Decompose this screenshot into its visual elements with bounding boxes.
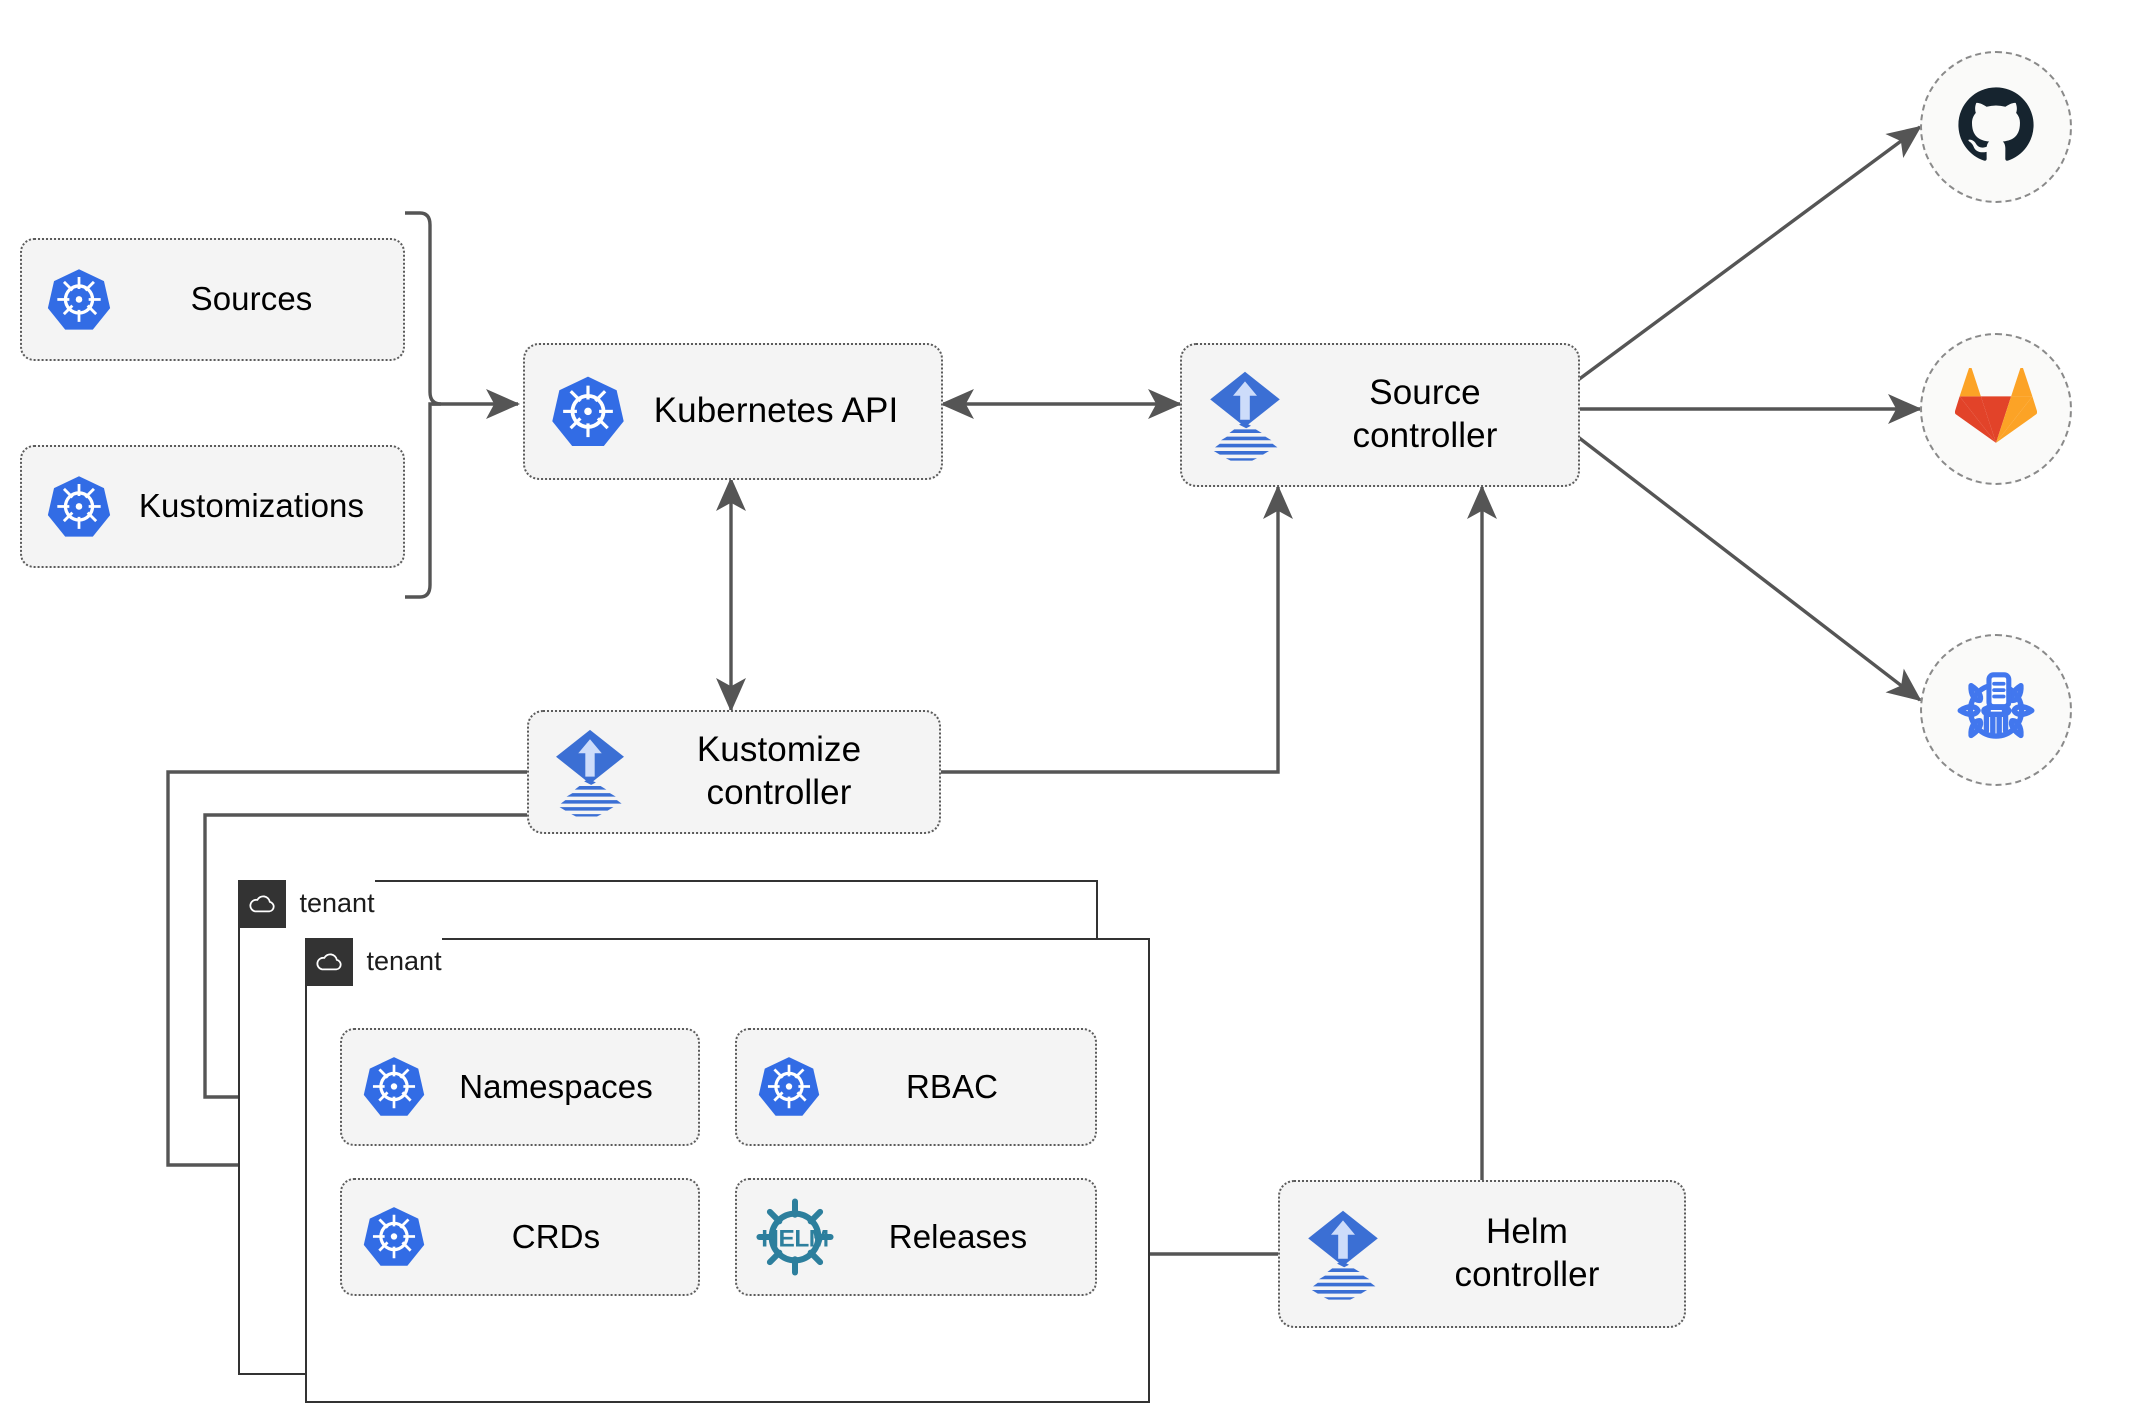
- edge-source-controller-helm-repos: [1576, 435, 1922, 702]
- kubernetes-icon: [753, 1051, 825, 1123]
- flux-icon: [1200, 364, 1290, 466]
- node-label: Source controller: [1352, 373, 1498, 455]
- tenant-resource-label: CRDs: [511, 1217, 601, 1255]
- tenant-group-inner[interactable]: tenant: [304, 937, 1150, 1403]
- node-helm-controller[interactable]: Helm controller: [1278, 1180, 1686, 1328]
- node-kustomize-controller[interactable]: Kustomize controller: [527, 710, 941, 834]
- resource-label: Kustomizations: [138, 487, 365, 525]
- github-icon: [1952, 81, 2040, 174]
- flux-icon: [1298, 1204, 1388, 1304]
- cloud-icon: [237, 879, 286, 928]
- edge-kustomize-controller-source-controller: [941, 484, 1293, 774]
- helm-icon: HELM: [753, 1195, 837, 1279]
- tenant-resource-label: RBAC: [905, 1067, 999, 1105]
- tenant-label: tenant: [366, 946, 442, 976]
- resource-sources[interactable]: Sources: [20, 238, 405, 361]
- tenant-header: tenant: [304, 937, 442, 986]
- helm-chart-repo-icon: [1950, 662, 2042, 759]
- svg-text:HELM: HELM: [761, 1225, 828, 1252]
- kubernetes-icon: [545, 369, 631, 455]
- node-source-controller[interactable]: Source controller: [1180, 343, 1580, 487]
- tenant-resource-releases[interactable]: HELM Releases: [735, 1178, 1097, 1296]
- tenant-label: tenant: [299, 888, 375, 918]
- provider-github[interactable]: [1920, 51, 2072, 203]
- provider-helm-repos[interactable]: [1920, 634, 2072, 786]
- cloud-icon: [304, 937, 353, 986]
- node-label: Kustomize controller: [696, 730, 862, 812]
- node-label: Kubernetes API: [653, 391, 899, 431]
- flux-icon: [545, 723, 635, 821]
- tenant-resource-crds[interactable]: CRDs: [340, 1178, 700, 1296]
- gitlab-icon: [1954, 366, 2038, 451]
- tenant-resource-namespaces[interactable]: Namespaces: [340, 1028, 700, 1146]
- tenant-header: tenant: [237, 879, 375, 928]
- provider-gitlab[interactable]: [1920, 333, 2072, 485]
- tenant-resource-label: Namespaces: [459, 1067, 653, 1105]
- kubernetes-icon: [40, 261, 118, 339]
- resource-kustomizations[interactable]: Kustomizations: [20, 445, 405, 568]
- tenant-resource-rbac[interactable]: RBAC: [735, 1028, 1097, 1146]
- tenant-resource-label: Releases: [888, 1217, 1028, 1255]
- node-kubernetes-api[interactable]: Kubernetes API: [523, 343, 943, 480]
- resource-label: Sources: [190, 280, 313, 318]
- node-label: Helm controller: [1454, 1212, 1600, 1294]
- edge-source-controller-github: [1576, 125, 1922, 382]
- kubernetes-icon: [40, 468, 118, 546]
- edge-kustomize-controller-tenant-outer: [166, 770, 527, 1180]
- kubernetes-icon: [358, 1201, 430, 1273]
- kubernetes-icon: [358, 1051, 430, 1123]
